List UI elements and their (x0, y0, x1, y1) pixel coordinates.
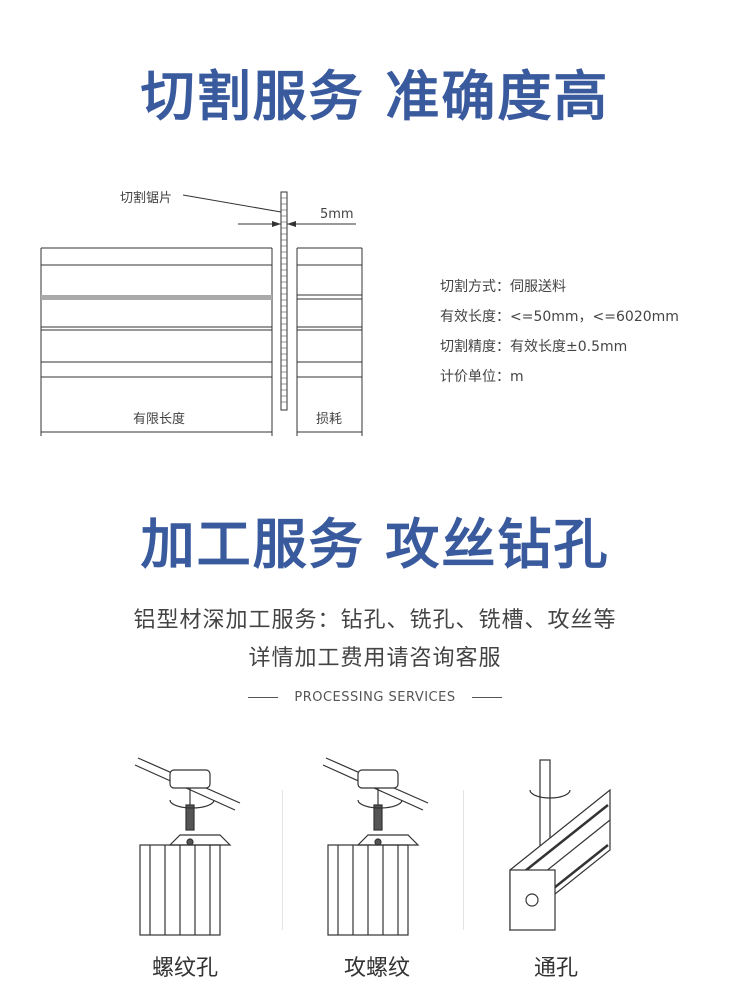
cutting-specs: 切割方式：伺服送料 有效长度：<=50mm，<=6020mm 切割精度：有效长度… (440, 272, 679, 392)
loss-label: 损耗 (316, 412, 343, 427)
spec-cutting-precision: 切割精度：有效长度±0.5mm (440, 339, 628, 355)
processing-subtitle-text: PROCESSING SERVICES (294, 690, 456, 705)
threaded-hole-illustration-icon (134, 757, 241, 936)
separator-1 (282, 790, 283, 930)
processing-description-1: 铝型材深加工服务：钻孔、铣孔、铣槽、攻丝等 (133, 608, 617, 633)
caption-through-hole: 通孔 (533, 956, 578, 981)
kerf-label: 5mm (320, 207, 354, 222)
processing-section-title: 加工服务 攻丝钻孔 (140, 513, 610, 576)
spec-effective-length: 有效长度：<=50mm，<=6020mm (440, 309, 679, 325)
through-hole-illustration-icon (509, 759, 611, 932)
spec-pricing-unit: 计价单位：m (440, 369, 524, 385)
tapping-illustration-icon (322, 757, 429, 936)
divider-right (471, 697, 502, 698)
separator-2 (463, 790, 464, 930)
cutting-section-title: 切割服务 准确度高 (140, 65, 610, 128)
blade-label: 切割锯片 (120, 191, 173, 206)
processing-description-2: 详情加工费用请咨询客服 (248, 646, 502, 671)
processing-subtitle: PROCESSING SERVICES (0, 690, 750, 705)
caption-tapping: 攻螺纹 (343, 956, 410, 981)
spec-cutting-method: 切割方式：伺服送料 (440, 279, 566, 295)
cutting-diagram (40, 191, 363, 436)
divider-left (248, 697, 279, 698)
caption-threaded-hole: 螺纹孔 (151, 956, 218, 981)
length-label: 有限长度 (133, 412, 186, 427)
